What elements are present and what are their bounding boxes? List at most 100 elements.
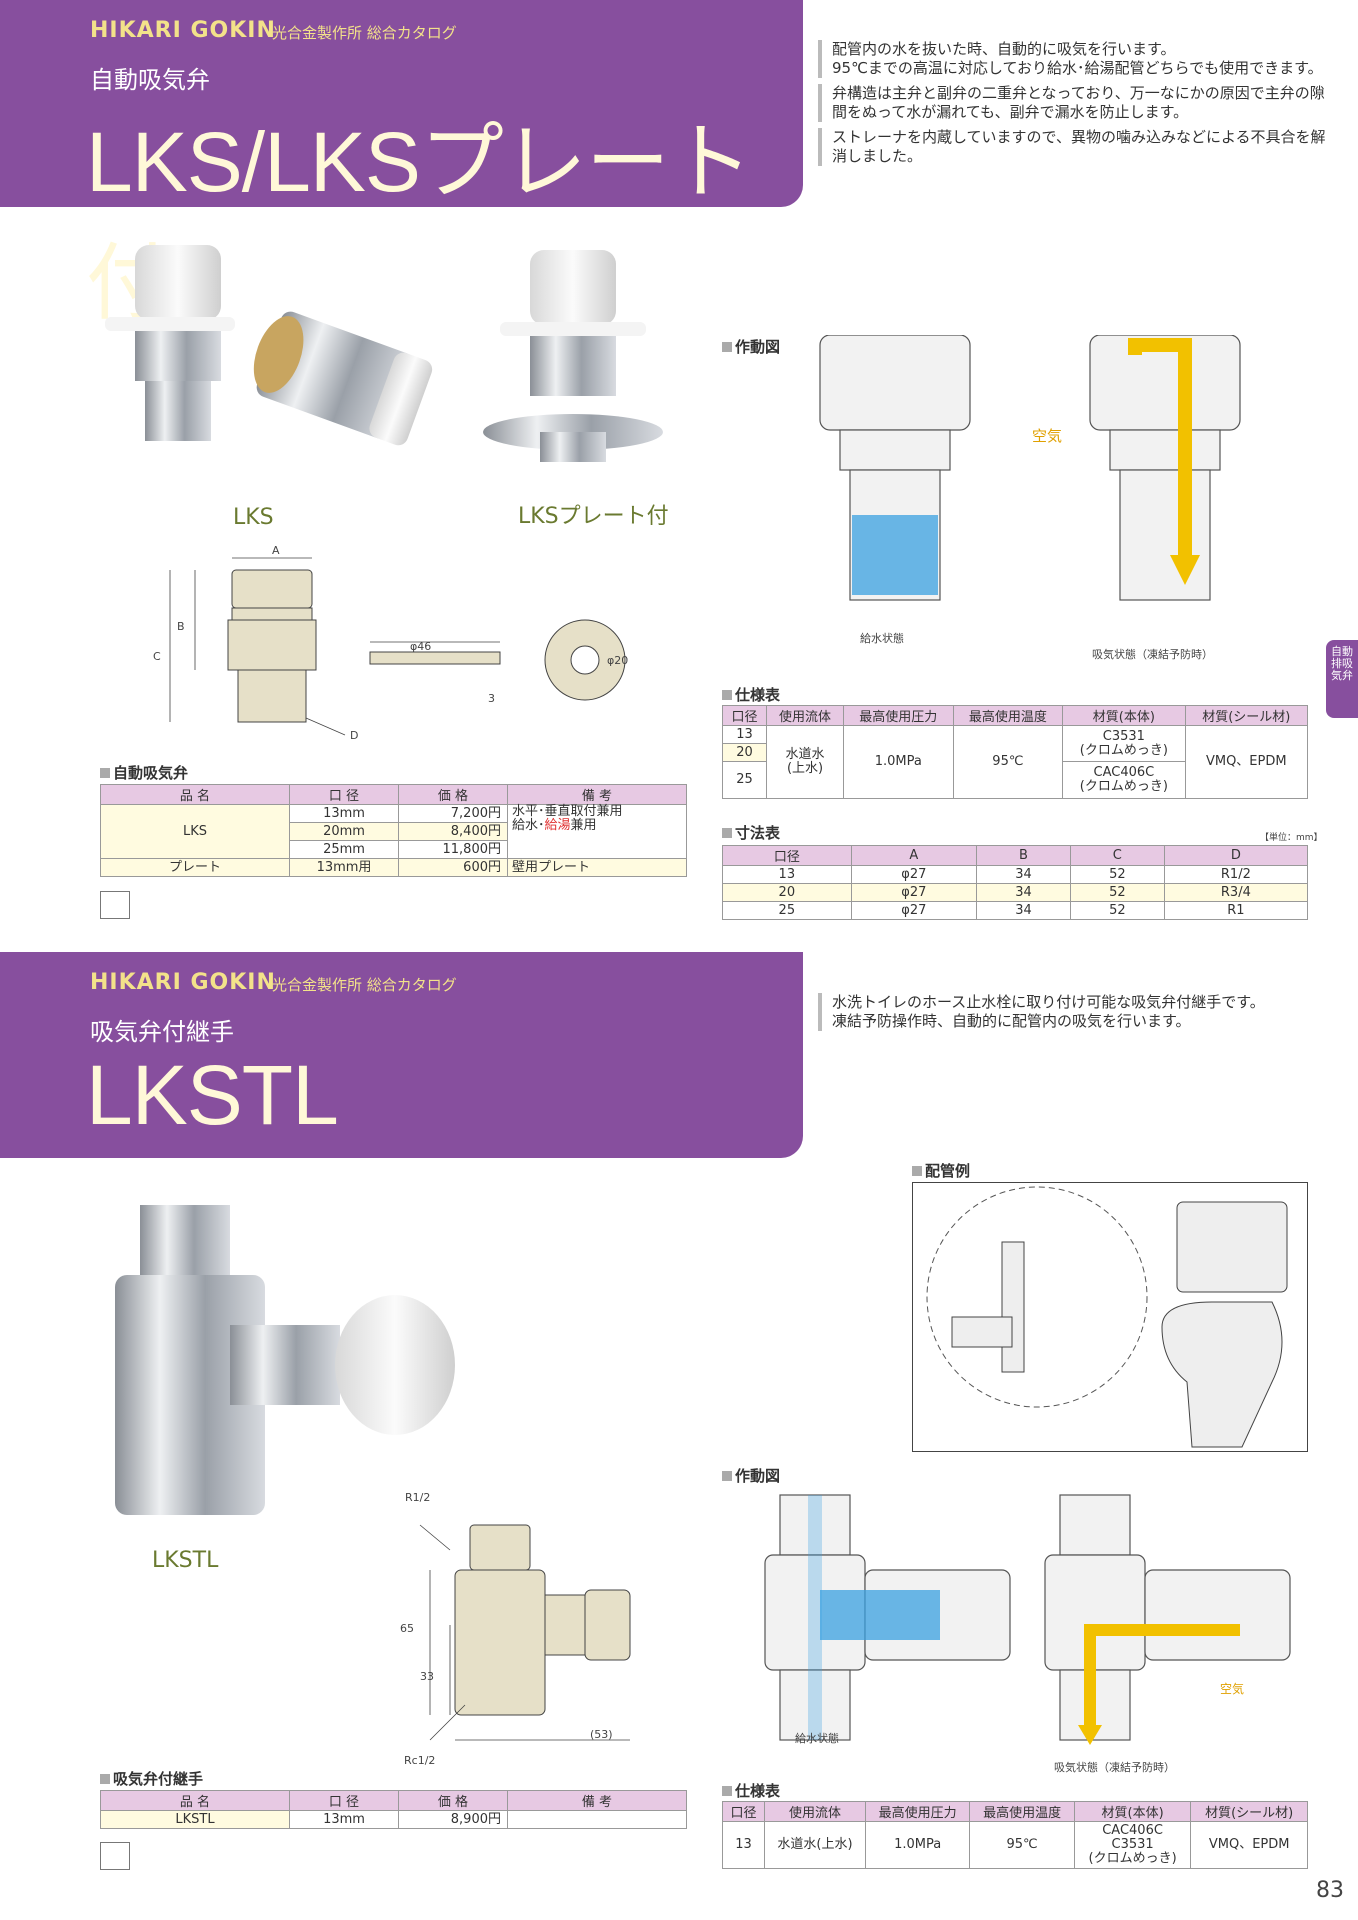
section2-action-diagram	[764, 1494, 1291, 1745]
brand-sub: 光合金製作所 総合カタログ	[272, 24, 457, 42]
dim-phi20: φ20	[607, 654, 629, 667]
cell: 52	[1069, 883, 1165, 902]
section2-title: LKSTL	[86, 1048, 339, 1142]
cell-price: 7,200円	[398, 804, 508, 823]
section2-spec-table: 口径 使用流体 最高使用圧力 最高使用温度 材質(本体) 材質(シール材) 13…	[721, 1801, 1308, 1869]
dim-c: C	[153, 650, 161, 663]
cell-note: 水平･垂直取付兼用 給水･給湯兼用	[507, 804, 687, 859]
cell-size: 20mm	[289, 822, 399, 841]
label-lks: LKS	[233, 505, 274, 530]
section1-action-diagram	[819, 335, 1241, 601]
col-header: C	[1069, 845, 1165, 866]
cell-seal: VMQ、EPDM	[1184, 725, 1309, 799]
table-row: LKSTL 13mm 8,900円	[100, 1810, 687, 1829]
col-header: 最高使用圧力	[842, 705, 954, 726]
section1-subtitle: 自動吸気弁	[90, 66, 210, 94]
table-row: 13 水道水(上水) 1.0MPa 95℃ CAC406C C3531 (クロム…	[721, 1821, 1308, 1869]
side-index-tab[interactable]: 自動 排吸 気弁	[1326, 640, 1358, 718]
col-header: 材質(シール材)	[1184, 705, 1309, 726]
cell: 13	[722, 865, 852, 884]
section1-diag-caption-1: 給水状態	[860, 632, 904, 645]
table-row: 20	[721, 743, 1308, 762]
section2-subtitle: 吸気弁付継手	[90, 1018, 234, 1046]
cell-material: CAC406C (クロムめっき)	[1062, 761, 1186, 799]
table-row: 20 φ27 34 52 R3/4	[722, 883, 1309, 902]
section1-spec-table: 口径 使用流体 最高使用圧力 最高使用温度 材質(本体) 材質(シール材) 13…	[721, 705, 1309, 799]
section2-diag-caption-2: 吸気状態（凍結予防時）	[1054, 1761, 1175, 1774]
section1-dim-table: 口径 A B C D 13 φ27 34 52 R1/2 20 φ27 34 5…	[722, 845, 1309, 920]
section1-dim-title: 寸法表	[722, 822, 780, 843]
cell: R3/4	[1163, 883, 1309, 902]
table-row: 25mm 11,800円	[101, 840, 687, 859]
cell: 34	[976, 883, 1071, 902]
col-header: 品 名	[100, 784, 290, 805]
cell-note: 壁用プレート	[507, 858, 687, 877]
brand-logo: HIKARI GOKIN	[90, 970, 276, 995]
section1-price-title: 自動吸気弁	[100, 762, 188, 783]
col-header: 最高使用温度	[969, 1801, 1075, 1822]
brand-logo: HIKARI GOKIN	[90, 18, 276, 43]
dim-d: D	[350, 729, 359, 742]
certification-mark-icon	[100, 1842, 130, 1870]
note-part-hot: 給湯	[544, 818, 571, 833]
col-header: 口径	[722, 845, 852, 866]
desc-para: 弁構造は主弁と副弁の二重弁となっており、万一なにかの原因で主弁の隙間をぬって水が…	[818, 84, 1328, 122]
cell-name: LKS	[100, 804, 290, 859]
col-header: 材質(本体)	[1073, 1801, 1192, 1822]
cell: R1/2	[1163, 865, 1309, 884]
cell-size: 13mm用	[289, 858, 399, 877]
col-header: 口 径	[289, 784, 399, 805]
col-header: 品 名	[100, 1790, 290, 1811]
desc-para: 水洗トイレのホース止水栓に取り付け可能な吸気弁付継手です。 凍結予防操作時、自動…	[818, 993, 1328, 1031]
dim-rc12: Rc1/2	[404, 1754, 436, 1767]
section2-diag-air: 空気	[1220, 1682, 1245, 1696]
section2-piping-title: 配管例	[912, 1160, 970, 1181]
cell: 52	[1069, 865, 1165, 884]
section1-header: HIKARI GOKIN 光合金製作所 総合カタログ 自動吸気弁 LKS/LKS…	[0, 0, 803, 330]
dim-65: 65	[400, 1622, 414, 1635]
note-line: 給水･給湯兼用	[512, 819, 682, 833]
col-header: 材質(シール材)	[1190, 1801, 1308, 1822]
note-part: 給水･	[512, 818, 545, 833]
col-header: B	[976, 845, 1071, 866]
dim-33: 33	[420, 1670, 434, 1683]
dim-r12: R1/2	[405, 1491, 431, 1504]
page-number: 83	[1316, 1878, 1344, 1903]
cell-material: CAC406C C3531 (クロムめっき)	[1073, 1821, 1192, 1869]
cell-name: LKSTL	[100, 1810, 290, 1829]
cell: R1	[1163, 901, 1309, 920]
lkstl-product-photo	[115, 1205, 455, 1515]
cell-fluid: 水道水(上水)	[764, 1821, 866, 1869]
section1-diagram-title: 作動図	[722, 336, 780, 357]
dim-b: B	[177, 620, 185, 633]
cell-size: 20	[721, 743, 768, 762]
section2-diag-caption-1: 給水状態	[795, 1732, 839, 1745]
label-lks-plate: LKSプレート付	[518, 504, 669, 529]
col-header: 使用流体	[764, 1801, 866, 1822]
table-row: 25 CAC406C (クロムめっき)	[721, 761, 1308, 799]
table-row: 13 φ27 34 52 R1/2	[722, 865, 1309, 884]
section2-price-title: 吸気弁付継手	[100, 1768, 203, 1789]
dim-3: 3	[488, 692, 495, 705]
section2-description: 水洗トイレのホース止水栓に取り付け可能な吸気弁付継手です。 凍結予防操作時、自動…	[818, 993, 1328, 1037]
lks-plate-product-photo	[483, 250, 663, 462]
cell-size: 25mm	[289, 840, 399, 859]
cell-name: プレート	[100, 858, 290, 877]
col-header: 最高使用温度	[952, 705, 1064, 726]
desc-para: 配管内の水を抜いた時、自動的に吸気を行います。 95℃までの高温に対応しており給…	[818, 40, 1328, 78]
cell-size: 13	[721, 725, 768, 744]
col-header: 価 格	[398, 1790, 508, 1811]
dim-53: (53)	[590, 1728, 613, 1741]
section2-header: HIKARI GOKIN 光合金製作所 総合カタログ 吸気弁付継手 LKSTL	[0, 952, 803, 1158]
col-header: 備 考	[507, 1790, 687, 1811]
col-header: 最高使用圧力	[864, 1801, 971, 1822]
cell-price: 8,400円	[398, 822, 508, 841]
section2-spec-title: 仕様表	[722, 1780, 780, 1801]
cell-seal: VMQ、EPDM	[1190, 1821, 1308, 1869]
section1-spec-title: 仕様表	[722, 684, 780, 705]
col-header: 材質(本体)	[1062, 705, 1186, 726]
col-header: A	[850, 845, 978, 866]
desc-para: ストレーナを内蔵していますので、異物の噛み込みなどによる不具合を解消しました。	[818, 128, 1328, 166]
cell-temp: 95℃	[952, 725, 1064, 799]
lkstl-dimension-drawing	[419, 1524, 631, 1741]
